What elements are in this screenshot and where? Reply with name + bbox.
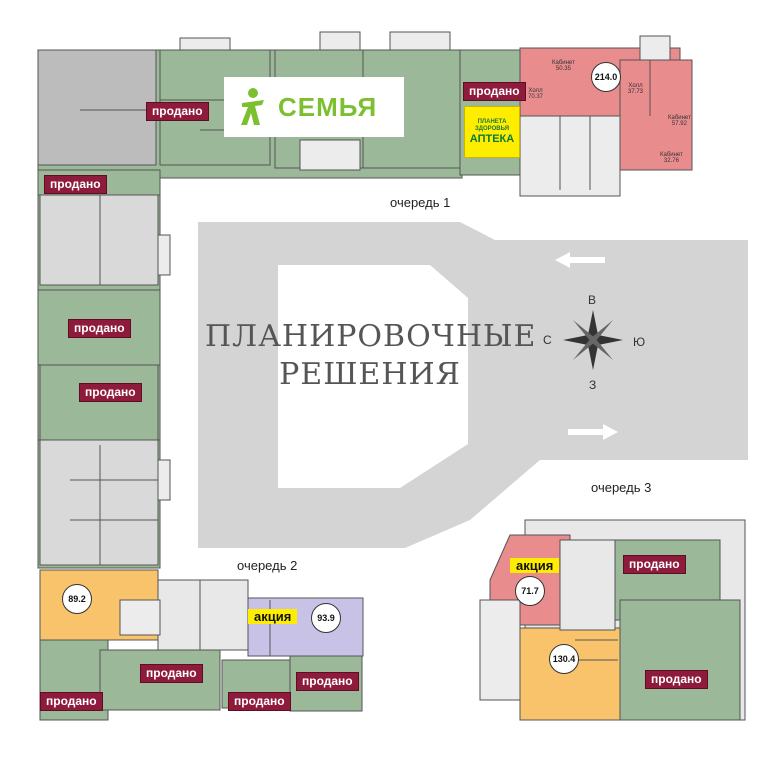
area-badge-130[interactable]: 130.4 [549, 644, 579, 674]
person-figure-icon [241, 88, 264, 125]
compass-rose-icon [563, 310, 623, 370]
sold-label[interactable]: продано [228, 692, 291, 711]
plan-title: ПЛАНИРОВОЧНЫЕ РЕШЕНИЯ [205, 318, 535, 394]
compass-north: В [588, 293, 597, 307]
sold-label[interactable]: продано [140, 664, 203, 683]
room-cabinet-2: Кабинет 57.92 [668, 115, 691, 127]
compass-south: З [589, 378, 597, 392]
room-cabinet-2-area: 57.92 [671, 121, 687, 127]
room-hall-2-area: 70.37 [528, 94, 544, 100]
room-cabinet-2-name: Кабинет [668, 115, 691, 121]
promo-label[interactable]: акция [510, 558, 560, 573]
title-line-1: ПЛАНИРОВОЧНЫЕ [205, 319, 537, 354]
compass-east: Ю [633, 335, 646, 349]
tenant-apteka[interactable]: ПЛАНЕТА ЗДОРОВЬЯ АПТЕКА [464, 106, 520, 158]
sold-label[interactable]: продано [40, 692, 103, 711]
direction-arrow-icon [555, 252, 618, 440]
room-cabinet-3: Кабинет 32.76 [660, 152, 683, 164]
area-badge-93[interactable]: 93.9 [311, 603, 341, 633]
room-hall-1-name: Холл [628, 83, 643, 89]
tenant-apteka-name: АПТЕКА [469, 133, 515, 145]
room-cabinet-1-area: 50.35 [555, 66, 571, 72]
building-queue-3 [479, 519, 746, 721]
room-cabinet-3-area: 32.76 [663, 158, 679, 164]
promo-label[interactable]: акция [248, 609, 298, 624]
room-cabinet-1: Кабинет 50.35 [552, 60, 575, 72]
room-cabinet-3-name: Кабинет [660, 152, 683, 158]
sold-label[interactable]: продано [296, 672, 359, 691]
queue-2-label: очередь 2 [237, 558, 298, 573]
room-hall-1: Холл 37.73 [628, 83, 643, 95]
sold-label[interactable]: продано [79, 383, 142, 402]
sold-label[interactable]: продано [463, 82, 526, 101]
room-hall-2: Холл 70.37 [528, 88, 543, 100]
title-line-2: РЕШЕНИЯ [279, 357, 461, 392]
tenant-semya[interactable]: СЕМЬЯ [224, 77, 404, 137]
sold-label[interactable]: продано [44, 175, 107, 194]
room-hall-1-area: 37.73 [628, 89, 644, 95]
area-badge-71[interactable]: 71.7 [515, 576, 545, 606]
sold-label[interactable]: продано [623, 555, 686, 574]
area-badge-214[interactable]: 214.0 [591, 62, 621, 92]
tenant-apteka-brand: ПЛАНЕТА ЗДОРОВЬЯ [474, 119, 510, 132]
tenant-semya-name: СЕМЬЯ [278, 91, 378, 122]
room-cabinet-1-name: Кабинет [552, 60, 575, 66]
courtyard [198, 222, 748, 548]
building-left-wing [37, 169, 171, 569]
compass-west: С [543, 333, 552, 347]
area-badge-89[interactable]: 89.2 [62, 584, 92, 614]
room-hall-2-name: Холл [528, 88, 543, 94]
queue-1-label: очередь 1 [390, 195, 451, 210]
queue-3-label: очередь 3 [591, 480, 652, 495]
sold-label[interactable]: продано [645, 670, 708, 689]
sold-label[interactable]: продано [146, 102, 209, 121]
sold-label[interactable]: продано [68, 319, 131, 338]
